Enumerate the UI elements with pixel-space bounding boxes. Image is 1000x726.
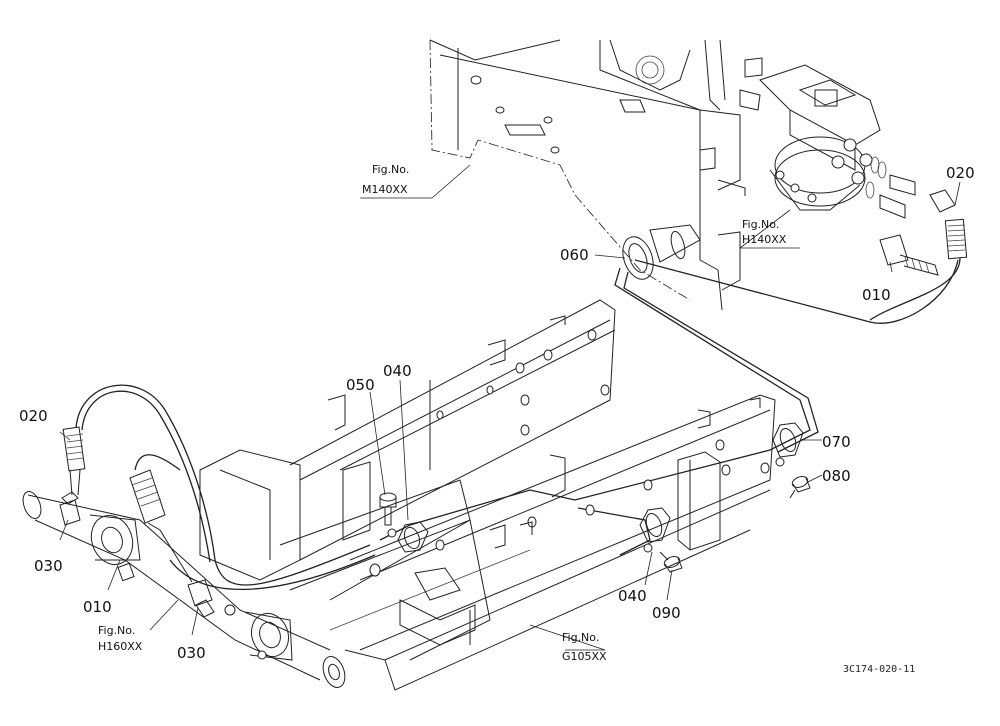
part-label-050[interactable]: 050	[346, 376, 375, 394]
bolt-050	[379, 492, 397, 526]
lower-hose-020	[62, 384, 371, 586]
upper-bracket-assembly	[429, 39, 763, 311]
figure-references: Fig.No. M140XX Fig.No. H140XX Fig.No. H1…	[98, 163, 787, 663]
elbow-030-left	[59, 491, 81, 526]
bolt-090	[659, 551, 683, 573]
part-label-020-lower[interactable]: 020	[19, 407, 48, 425]
fig-ref-g105-line1: Fig.No.	[562, 631, 599, 644]
fig-ref-h140-code[interactable]: H140XX	[742, 233, 787, 246]
part-label-010-upper[interactable]: 010	[862, 286, 891, 304]
clamp-040-left	[387, 521, 429, 553]
fig-ref-g105-code[interactable]: G105XX	[562, 650, 607, 663]
clamp-040-right	[639, 507, 671, 553]
steering-cylinder	[22, 491, 346, 688]
fig-ref-m140-line1: Fig.No.	[372, 163, 409, 176]
part-labels: 020 010 060 040 050 020 030 010 030 070 …	[19, 164, 975, 662]
steering-unit	[759, 64, 956, 219]
upper-fitting-010	[879, 234, 939, 276]
fig-ref-h160-line1: Fig.No.	[98, 624, 135, 637]
part-label-030-right[interactable]: 030	[177, 644, 206, 662]
clamp-060	[622, 230, 686, 280]
main-frame	[199, 299, 776, 691]
clamp-070	[772, 422, 804, 467]
part-label-040-upper[interactable]: 040	[383, 362, 412, 380]
part-label-070[interactable]: 070	[822, 433, 851, 451]
steel-pipe	[379, 259, 959, 556]
fig-ref-h160-code[interactable]: H160XX	[98, 640, 143, 653]
bolt-080	[789, 476, 811, 499]
part-label-010-lower[interactable]: 010	[83, 598, 112, 616]
part-label-040-lower[interactable]: 040	[618, 587, 647, 605]
part-label-020-upper[interactable]: 020	[946, 164, 975, 182]
part-label-060[interactable]: 060	[560, 246, 589, 264]
fig-ref-m140-code[interactable]: M140XX	[362, 183, 408, 196]
leader-lines	[59, 164, 961, 651]
fig-ref-h140-line1: Fig.No.	[742, 218, 779, 231]
upper-hose-020	[869, 218, 968, 321]
part-label-090[interactable]: 090	[652, 604, 681, 622]
part-label-030-left[interactable]: 030	[34, 557, 63, 575]
part-label-080[interactable]: 080	[822, 467, 851, 485]
drawing-code: 3C174-020-11	[843, 664, 915, 675]
lower-hose-010	[129, 454, 376, 591]
